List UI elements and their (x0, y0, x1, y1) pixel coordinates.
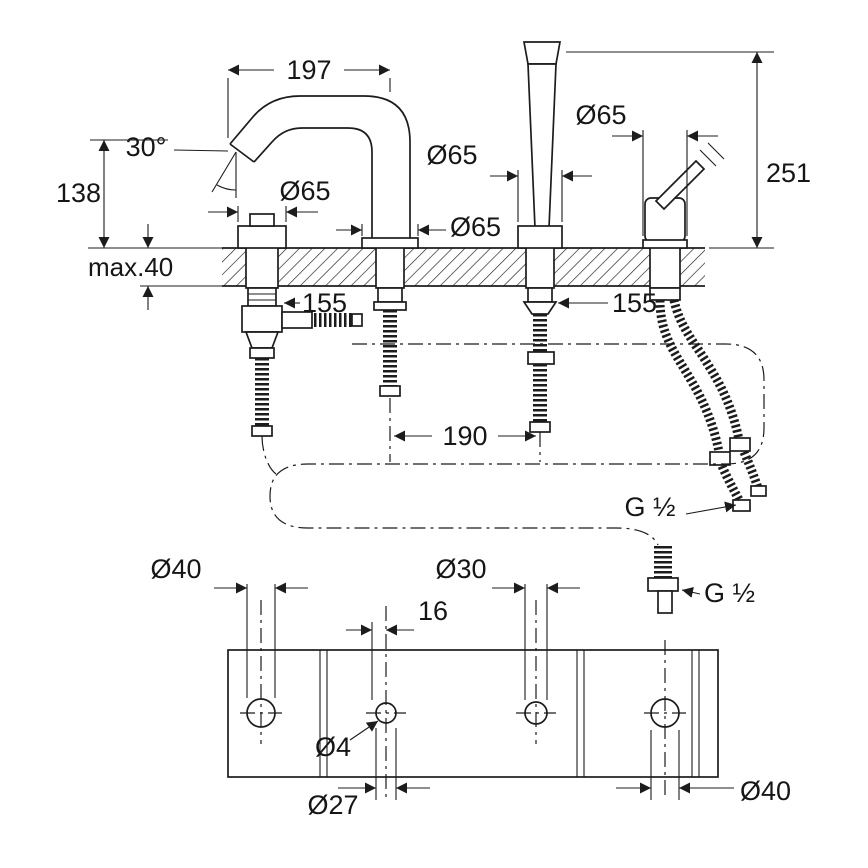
deck-plan-view (227, 600, 719, 800)
dim-spout-angle-30: 30° (126, 132, 237, 198)
dim-label-16: 16 (418, 596, 448, 626)
dim-escutcheon-b-65: Ø65 (336, 212, 501, 242)
diverter-valve (237, 213, 363, 437)
dim-label-d4: Ø4 (315, 732, 351, 762)
spout-outline-inner (253, 127, 373, 248)
dim-label-155-a: 155 (302, 288, 347, 318)
deck-hole-d (649, 246, 681, 289)
dim-label-138: 138 (56, 178, 101, 208)
lever-break-line (699, 149, 717, 167)
lever (654, 159, 706, 211)
dim-hole2-d27: Ø27 (307, 728, 430, 820)
side-outlet-a (281, 311, 313, 329)
holder-escutcheon-c (517, 225, 563, 249)
dim-pilot-d4: Ø4 (315, 720, 379, 762)
dim-label-max40: max.40 (88, 252, 173, 282)
dim-label-251: 251 (766, 158, 811, 188)
lever-handle-unit (642, 142, 767, 512)
hand-shower-head (522, 41, 562, 65)
spout-outline-outer (229, 95, 411, 248)
lever-break-line (707, 142, 725, 160)
dim-label-d65-d: Ø65 (575, 100, 626, 130)
hand-shower (517, 41, 563, 433)
bath-spout (229, 95, 419, 397)
dim-label-g12-upper: G ½ (624, 492, 675, 522)
dim-label-g12-lower: G ½ (704, 578, 755, 608)
dim-escutcheon-a-65: Ø65 (208, 176, 331, 222)
dim-connection-a-155: 155 (284, 288, 347, 318)
shank-a (247, 287, 277, 307)
dim-spout-reach-197: 197 (227, 55, 391, 138)
dim-label-d65-c: Ø65 (426, 140, 477, 170)
spout-tip (229, 143, 255, 163)
routing-loop (269, 343, 765, 546)
flex-hose-1 (655, 299, 724, 453)
nut-b (373, 301, 407, 311)
deck-hatch (222, 248, 705, 286)
thread-g12 (657, 590, 673, 614)
shank-d (649, 287, 681, 301)
dim-label-190: 190 (442, 421, 487, 451)
dim-escutcheon-c-65: Ø65 (426, 140, 592, 222)
flex-hose-2 (669, 298, 744, 441)
shower-hose-end-fitting (647, 546, 679, 614)
shank-b (377, 287, 403, 303)
hex-nut (647, 577, 679, 592)
dim-handshower-height-251: 251 (566, 51, 811, 249)
dim-spout-height-138: 138 (56, 139, 168, 248)
escutcheon-b (361, 237, 419, 249)
dim-label-d40-2: Ø40 (740, 776, 791, 806)
escutcheon-a (237, 225, 287, 249)
deck-plan-outline (227, 649, 719, 778)
dim-thread-lower-g12: G ½ (681, 578, 755, 608)
hose-coupling-c (527, 351, 555, 365)
shank-c (527, 287, 553, 303)
dim-label-197: 197 (286, 55, 331, 85)
diverter-cap (249, 213, 275, 227)
dim-escutcheon-d-65: Ø65 (575, 100, 718, 236)
deck-hole-b (375, 246, 405, 289)
dim-hole4-d40: Ø40 (616, 730, 791, 806)
dim-hole-spacing-190: 190 (394, 421, 536, 451)
dim-connection-c-155: 155 (558, 288, 657, 318)
dim-deck-thickness-max40: max.40 (88, 224, 222, 310)
deck-hole-a (245, 246, 279, 289)
hose-routing (261, 343, 765, 546)
angle-arc (216, 184, 237, 191)
dim-label-155-c: 155 (612, 288, 657, 318)
escutcheon-d (642, 239, 688, 249)
dim-label-d65-b: Ø65 (450, 212, 501, 242)
dim-label-d40-1: Ø40 (150, 554, 201, 584)
dim-hole3-d30: Ø30 (435, 554, 580, 700)
dim-label-d30: Ø30 (435, 554, 486, 584)
dim-label-d27: Ø27 (307, 790, 358, 820)
valve-body-a (241, 305, 283, 333)
dim-label-30deg: 30° (126, 132, 167, 162)
deck-hole-c (525, 246, 555, 289)
dim-label-d65-a: Ø65 (279, 176, 330, 206)
hand-shower-handle (527, 63, 557, 229)
dim-thread-upper-g12: G ½ (624, 492, 737, 522)
dim-offset-16: 16 (346, 596, 448, 700)
dim-hole1-d40: Ø40 (150, 554, 308, 698)
nut-a (249, 347, 275, 359)
deck-section (222, 246, 705, 289)
